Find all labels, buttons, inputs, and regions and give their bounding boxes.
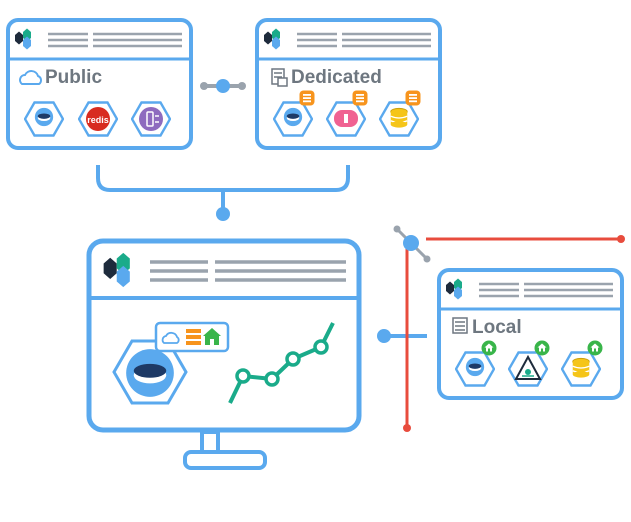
connector-lines: [96, 79, 625, 432]
text-placeholder-lines: [297, 32, 431, 48]
text-placeholder-lines: [150, 260, 346, 282]
local-server-icon: [452, 317, 468, 334]
dedicated-panel: [255, 18, 442, 150]
house-icon: [203, 328, 221, 345]
database-service-icon: [465, 357, 485, 377]
deployment-callout: [154, 321, 230, 353]
server-rack-icon: [352, 90, 368, 106]
local-label: Local: [472, 317, 522, 338]
messaging-service-icon: [139, 107, 163, 131]
house-icon: [587, 340, 603, 356]
public-panel: redis: [6, 18, 193, 150]
server-rack-icon: [186, 329, 201, 345]
service-database: [24, 101, 64, 137]
pill-service-icon: [334, 110, 358, 127]
redis-logo-text: redis: [87, 115, 109, 125]
server-rack-icon: [299, 90, 315, 106]
server-rack-icon: [405, 90, 421, 106]
cloud-icon: [19, 70, 42, 85]
dedicated-label: Dedicated: [291, 67, 382, 88]
database-service-icon: [34, 107, 54, 127]
cloud-icon: [161, 331, 180, 344]
public-label: Public: [45, 67, 103, 88]
text-placeholder-lines: [479, 282, 613, 298]
service-pill: [326, 90, 368, 137]
storage-cylinder-icon: [390, 107, 408, 129]
redis-logo-icon: [86, 107, 110, 131]
network-triangle-icon: [514, 354, 542, 380]
house-icon: [481, 340, 497, 356]
monitor: [86, 238, 362, 470]
service-redis: redis: [78, 101, 118, 137]
database-service-icon: [126, 349, 174, 397]
service-network: [508, 340, 550, 387]
service-messaging: [131, 101, 171, 137]
main-database-service: [112, 339, 188, 405]
storage-cylinder-icon: [572, 357, 590, 379]
text-placeholder-lines: [48, 32, 182, 48]
line-graph-icon: [228, 322, 335, 404]
database-service-icon: [283, 107, 303, 127]
dedicated-server-icon: [271, 68, 288, 87]
house-icon: [534, 340, 550, 356]
local-panel: [437, 268, 624, 400]
